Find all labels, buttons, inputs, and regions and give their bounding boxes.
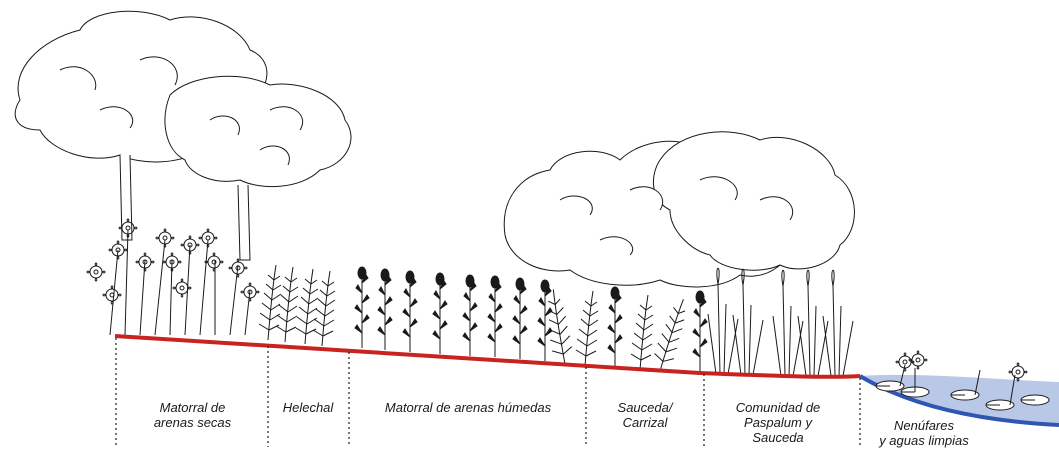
reed-icon bbox=[708, 268, 853, 376]
zone-label-nenufares: Nenúfares y aguas limpias bbox=[864, 418, 984, 448]
zone-label-matorral-humedas: Matorral de arenas húmedas bbox=[368, 400, 568, 415]
zone-label-helechal: Helechal bbox=[273, 400, 343, 415]
zone-label-paspalum: Comunidad de Paspalum y Sauceda bbox=[718, 400, 838, 445]
zone-label-matorral-secas: Matorral de arenas secas bbox=[145, 400, 240, 430]
pine-tree-icon bbox=[15, 11, 351, 260]
zone-label-sauceda: Sauceda/ Carrizal bbox=[600, 400, 690, 430]
willow-tree-icon bbox=[504, 132, 854, 287]
flowering-shrub-icon bbox=[87, 219, 259, 335]
ground-profile bbox=[115, 336, 860, 377]
